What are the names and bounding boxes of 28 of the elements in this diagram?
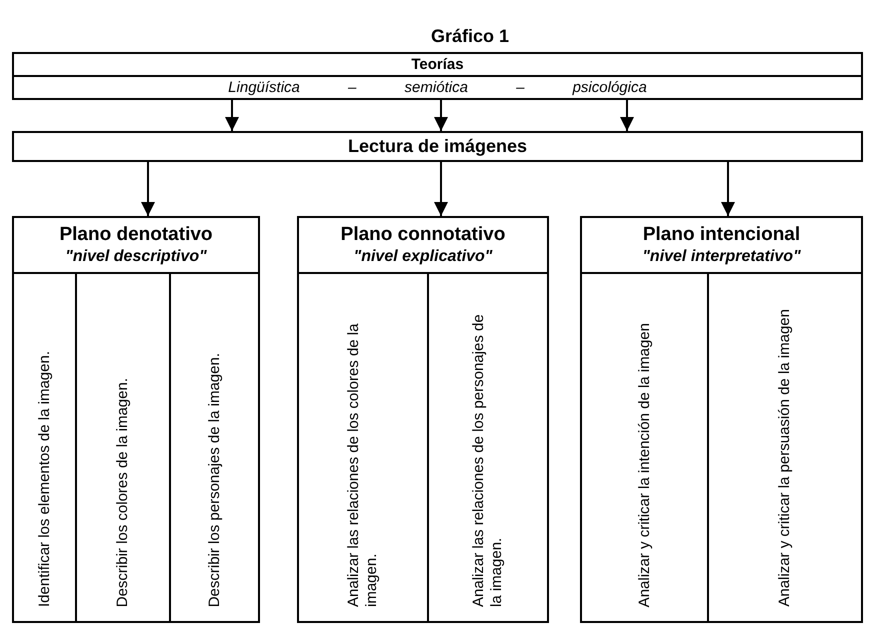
task-text: Identificar los elementos de la imagen. bbox=[36, 351, 54, 607]
theory-box bbox=[12, 52, 863, 100]
plane-subheading: "nivel interpretativo" bbox=[642, 247, 801, 267]
plane-subheading: "nivel descriptivo" bbox=[65, 247, 207, 267]
heading: Teorías bbox=[411, 56, 464, 73]
process-box bbox=[12, 131, 863, 162]
task-text: Analizar las relaciones de los colores de la imagen. bbox=[345, 322, 381, 607]
task-text: Analizar y criticar la persuasión de la imagen bbox=[776, 309, 794, 607]
arrow bbox=[721, 162, 735, 216]
plane-heading: Plano intencional bbox=[642, 223, 800, 247]
task-text: Analizar y criticar la intención de la imagen bbox=[636, 322, 654, 607]
task-text: Analizar las relaciones de los personajes de la imagen. bbox=[470, 313, 506, 607]
arrow bbox=[434, 100, 448, 131]
arrow bbox=[225, 100, 239, 131]
plane-subheading: "nivel explicativo" bbox=[354, 247, 492, 267]
plane-heading: Plano connotativo bbox=[340, 223, 506, 247]
plane-panel bbox=[12, 216, 260, 623]
arrow bbox=[620, 100, 634, 131]
arrow bbox=[141, 162, 155, 216]
task-text: Describir los colores de la imagen. bbox=[114, 378, 132, 607]
theory-list: Lingüística – semiótica – psicológica bbox=[228, 79, 647, 96]
task-text: Describir los personajes de la imagen. bbox=[206, 352, 224, 607]
title: Gráfico 1 bbox=[430, 26, 510, 47]
plane-panel bbox=[297, 216, 549, 623]
plane-heading: Plano denotativo bbox=[59, 223, 213, 247]
arrow bbox=[434, 162, 448, 216]
box-label: Lectura de imágenes bbox=[348, 136, 528, 157]
plane-panel bbox=[580, 216, 863, 623]
